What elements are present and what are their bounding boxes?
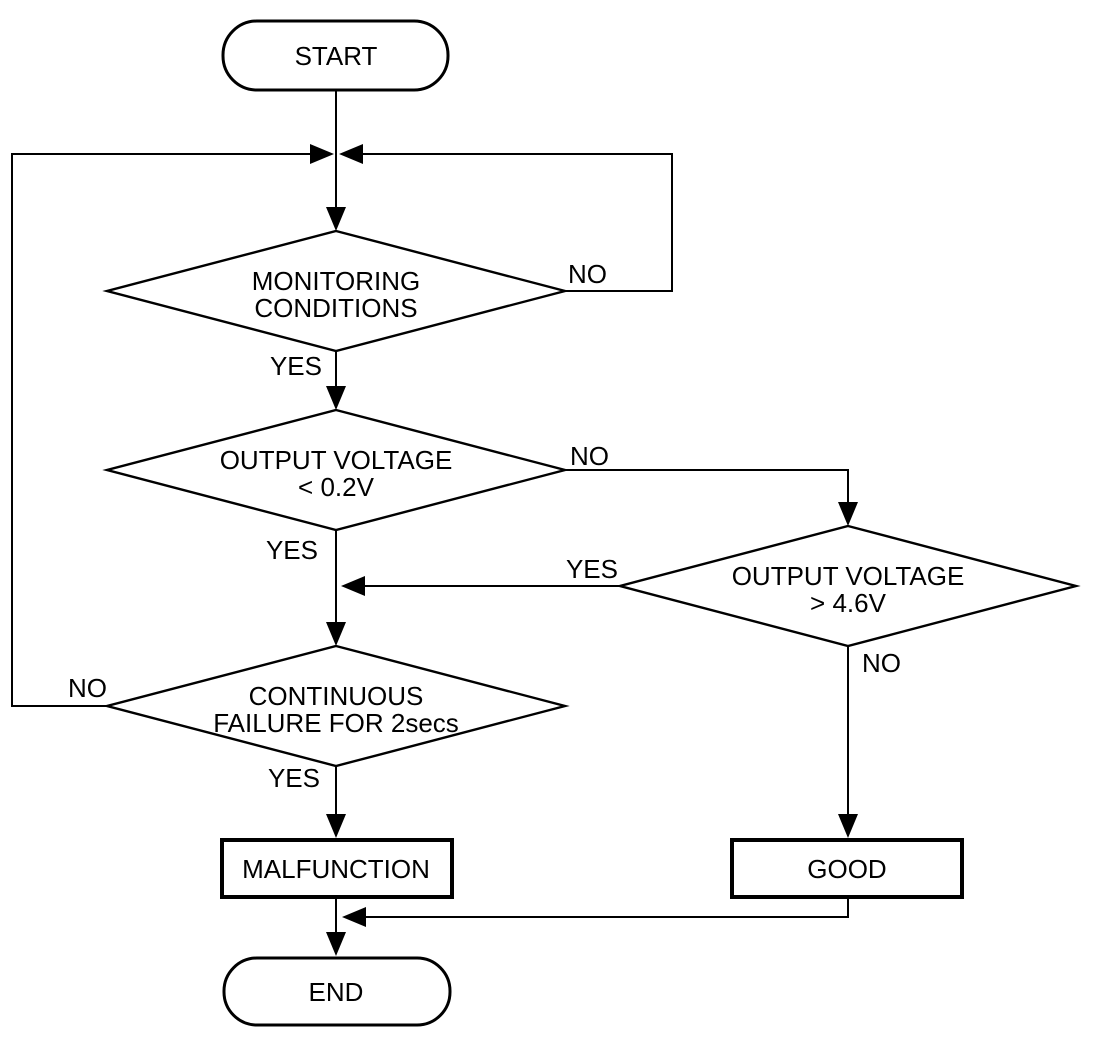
start-terminator [221, 19, 450, 92]
good-process [730, 838, 964, 899]
voltage-high-no-label: NO [862, 648, 901, 678]
voltage-high-label-line2: > 4.6V [810, 588, 887, 618]
continuous-label-line2: FAILURE FOR 2secs [213, 708, 459, 738]
voltage-high-label-line1: OUTPUT VOLTAGE [732, 561, 965, 591]
arrowhead-into-monitoring [326, 207, 346, 231]
voltage-low-yes-label: YES [266, 535, 318, 565]
monitoring-label-line1: MONITORING [252, 266, 421, 296]
arrowhead-good-merge [342, 907, 366, 927]
output-voltage-high-decision [615, 524, 1081, 648]
arrowhead-into-malfunction [326, 814, 346, 838]
end-terminator [222, 956, 452, 1027]
edge-monitoring-no-loop [361, 153, 673, 292]
continuous-failure-decision [102, 644, 570, 768]
edge-voltage-low-no [565, 469, 849, 504]
continuous-yes-label: YES [268, 763, 320, 793]
monitoring-conditions-decision [102, 229, 570, 353]
arrowhead-voltage-high-yes-merge [341, 576, 365, 596]
arrowhead-into-voltage-low [326, 386, 346, 410]
arrowhead-right-loop-into-junction [339, 144, 363, 164]
arrowhead-into-end [326, 932, 346, 956]
end-label: END [309, 977, 364, 1007]
continuous-label-line1: CONTINUOUS [249, 681, 424, 711]
start-label: START [295, 41, 378, 71]
arrowhead-into-continuous [326, 622, 346, 646]
malfunction-label: MALFUNCTION [242, 854, 430, 884]
monitoring-label-line2: CONDITIONS [254, 293, 417, 323]
edge-good-to-merge [364, 897, 849, 918]
continuous-no-label: NO [68, 673, 107, 703]
monitoring-yes-label: YES [270, 351, 322, 381]
voltage-low-label-line2: < 0.2V [298, 472, 375, 502]
arrowhead-into-voltage-high [838, 502, 858, 526]
voltage-low-label-line1: OUTPUT VOLTAGE [220, 445, 453, 475]
output-voltage-low-decision [102, 408, 570, 532]
good-label: GOOD [807, 854, 886, 884]
voltage-low-no-label: NO [570, 441, 609, 471]
edge-continuous-no-loop [11, 153, 312, 707]
arrowhead-left-loop-into-junction [310, 144, 334, 164]
arrowhead-into-good [838, 814, 858, 838]
voltage-high-yes-label: YES [566, 554, 618, 584]
monitoring-no-label: NO [568, 259, 607, 289]
malfunction-process [220, 838, 454, 899]
